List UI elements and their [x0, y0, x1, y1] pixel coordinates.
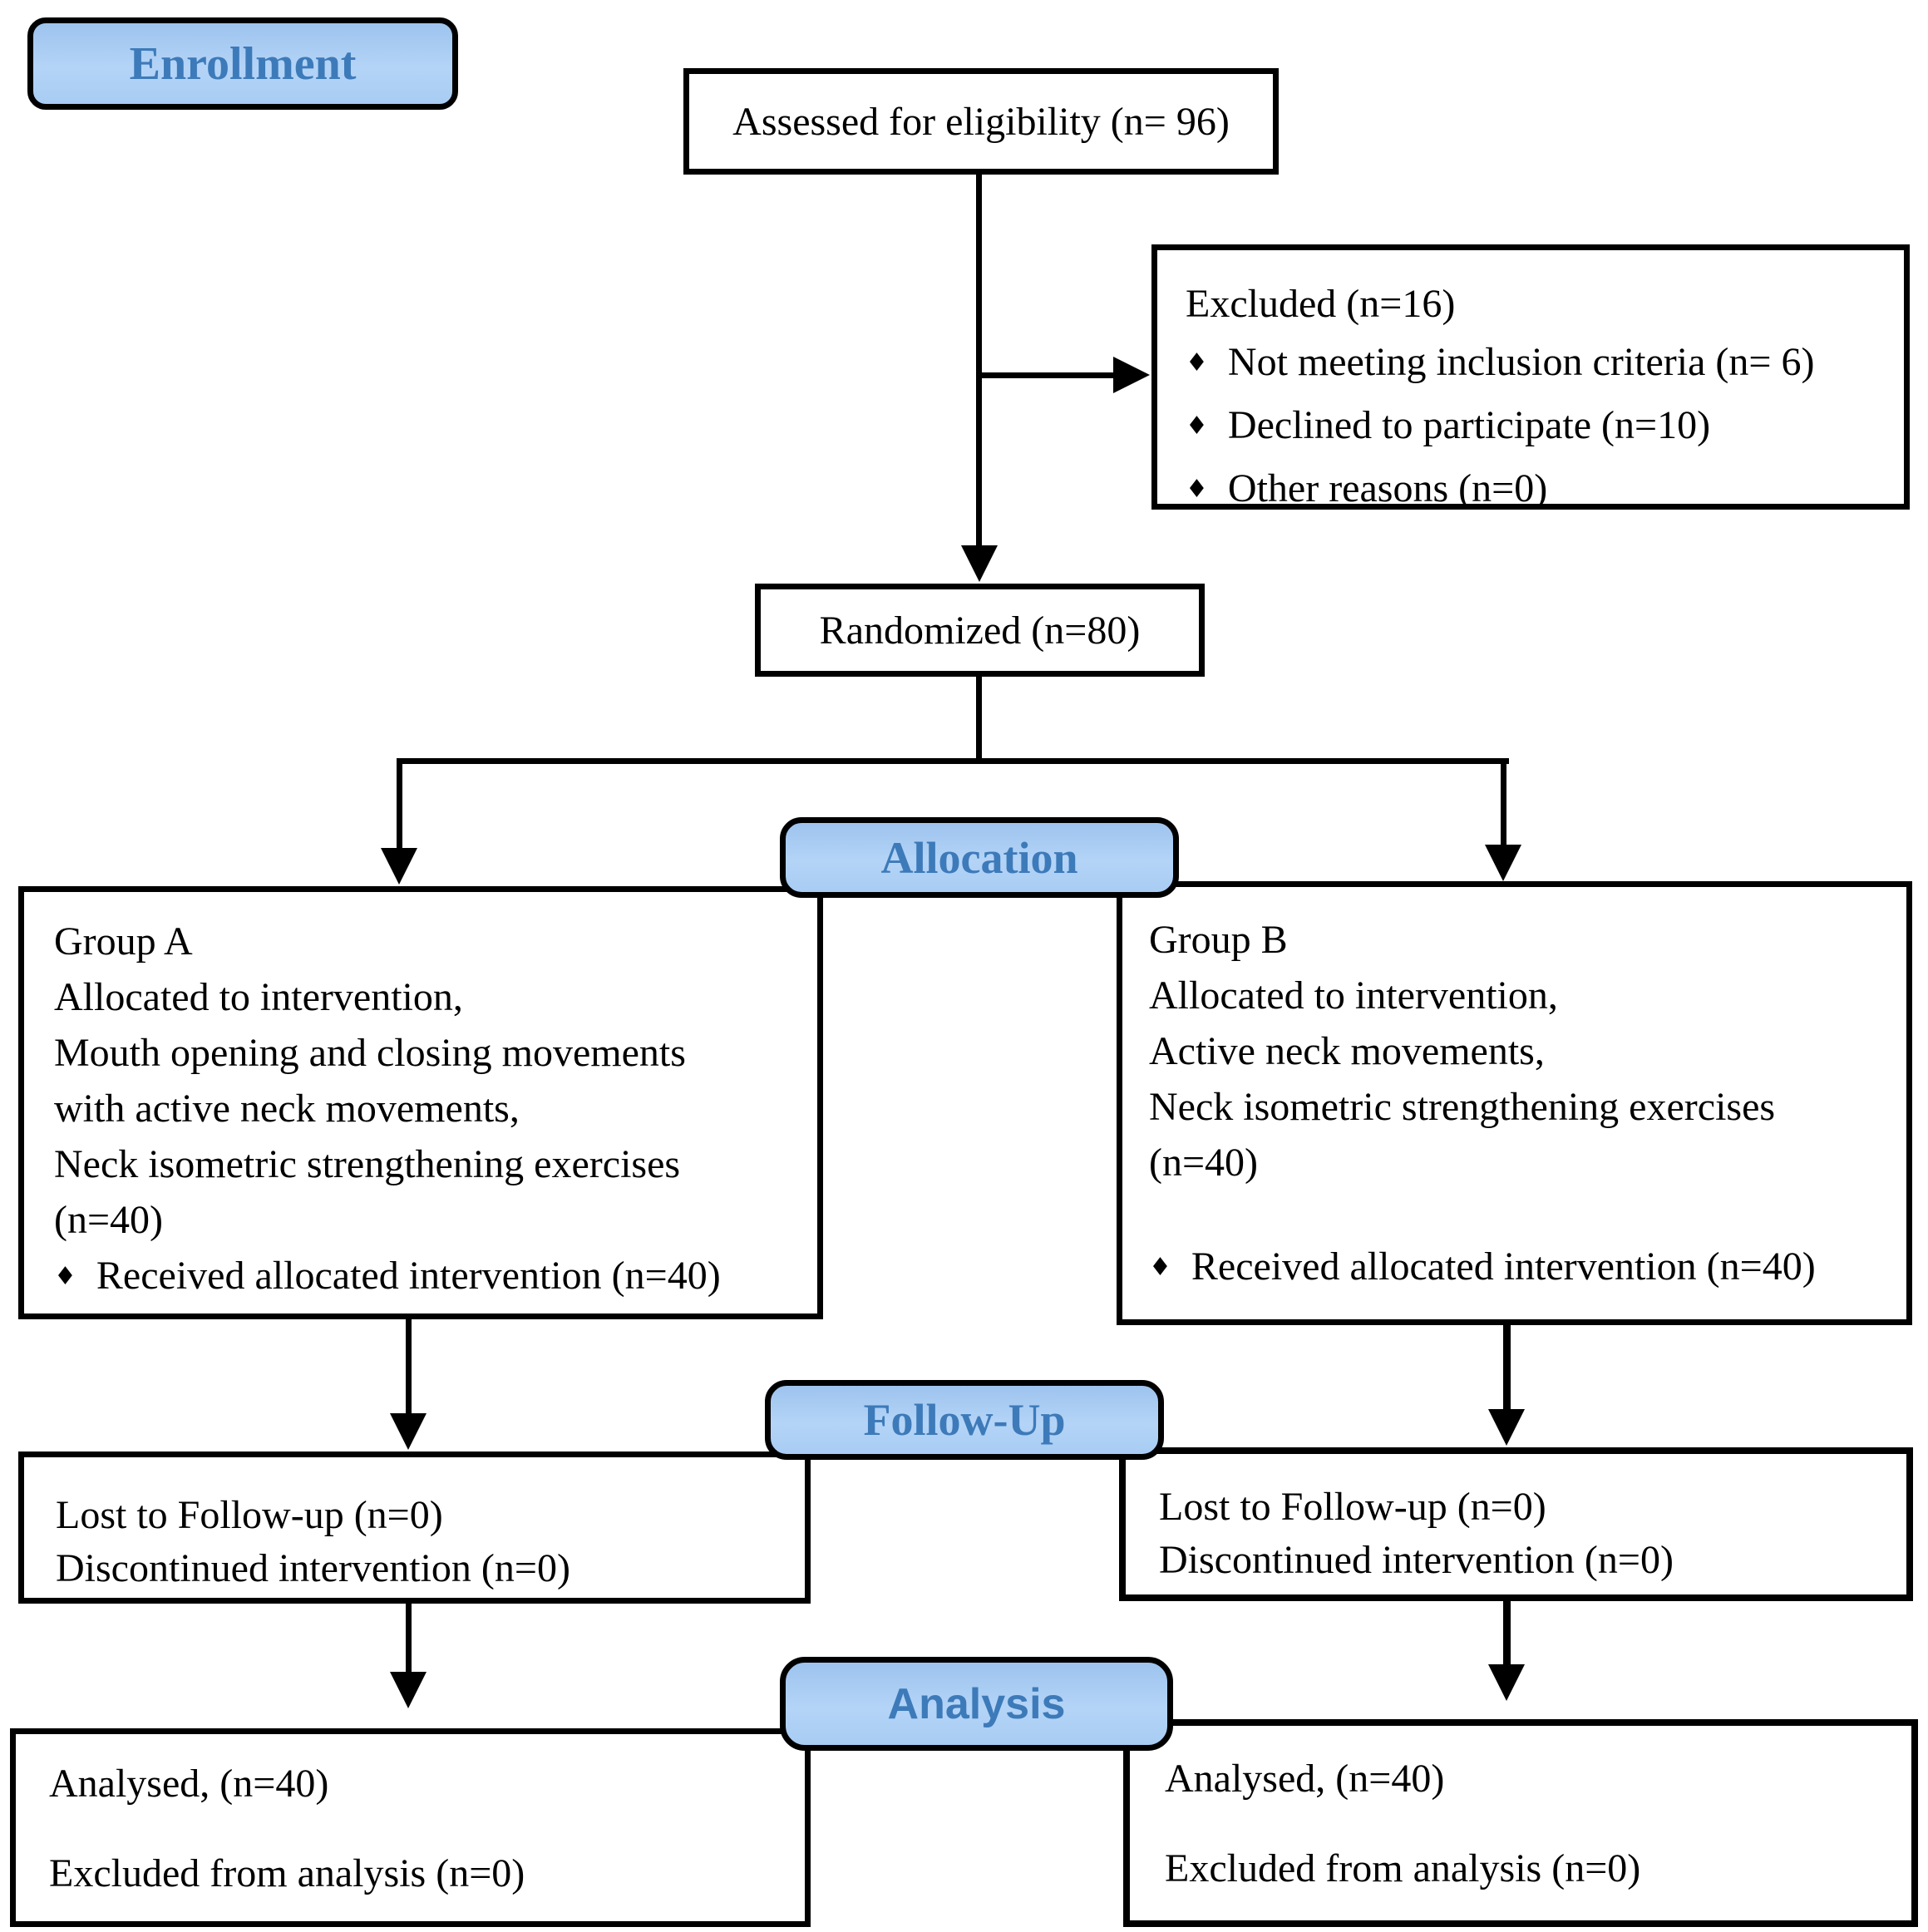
- followup-stage-pill: Follow-Up: [765, 1380, 1164, 1460]
- group-b-line: (n=40): [1149, 1141, 1259, 1185]
- analysis-right-box: Analysed, (n=40) Excluded from analysis …: [1123, 1719, 1918, 1927]
- excluded-box: Excluded (n=16) ♦ Not meeting inclusion c…: [1151, 244, 1910, 510]
- connector-followup-to-analysis-left: [406, 1604, 412, 1673]
- excluded-item-text: Other reasons (n=0): [1227, 466, 1548, 510]
- enrollment-stage-label: Enrollment: [129, 37, 357, 90]
- arrowhead-into-randomized-icon: [961, 545, 998, 582]
- analysis-stage-label: Analysis: [887, 1679, 1066, 1728]
- group-a-line: Neck isometric strengthening exercises: [54, 1142, 681, 1186]
- assessed-eligibility-box: Assessed for eligibility (n= 96): [683, 68, 1279, 175]
- enrollment-stage-pill: Enrollment: [27, 17, 458, 110]
- followup-left-line: Discontinued intervention (n=0): [56, 1546, 570, 1590]
- group-a-bullet-line: ♦ Received allocated intervention (n=40): [54, 1248, 811, 1309]
- excluded-title: Excluded (n=16): [1186, 282, 1456, 326]
- diamond-bullet-icon: ♦: [1149, 1253, 1171, 1282]
- followup-right-box: Lost to Follow-up (n=0) Discontinued int…: [1119, 1447, 1913, 1601]
- analysis-stage-pill: Analysis: [780, 1657, 1173, 1751]
- excluded-item-text: Declined to participate (n=10): [1227, 403, 1711, 447]
- excluded-item: ♦ Other reasons (n=0): [1186, 460, 1891, 523]
- followup-right-line: Discontinued intervention (n=0): [1159, 1538, 1674, 1582]
- followup-stage-label: Follow-Up: [863, 1395, 1066, 1445]
- excluded-item: ♦ Declined to participate (n=10): [1186, 397, 1891, 460]
- arrowhead-into-followup-left-icon: [390, 1413, 427, 1450]
- connector-randomized-to-split: [976, 677, 982, 761]
- allocation-stage-pill: Allocation: [780, 817, 1179, 898]
- connector-group-b-to-followup: [1503, 1325, 1511, 1412]
- diamond-bullet-icon: ♦: [1186, 475, 1208, 504]
- analysis-right-analysed-text: Analysed, (n=40): [1165, 1757, 1445, 1801]
- arrowhead-into-excluded-icon: [1113, 357, 1150, 393]
- group-a-box: Group A Allocated to intervention, Mouth…: [18, 886, 823, 1319]
- connector-followup-to-analysis-right: [1503, 1601, 1511, 1666]
- connector-assessed-to-randomized: [976, 175, 982, 547]
- analysis-left-box: Analysed, (n=40) Excluded from analysis …: [10, 1728, 811, 1927]
- group-b-line: Neck isometric strengthening exercises: [1149, 1085, 1776, 1129]
- group-b-spacer: [1149, 1190, 1900, 1239]
- group-a-line: Group A: [54, 919, 193, 964]
- diamond-bullet-icon: ♦: [1186, 412, 1208, 441]
- group-a-bullet-text: Received allocated intervention (n=40): [96, 1254, 721, 1298]
- analysis-right-excluded-text: Excluded from analysis (n=0): [1165, 1846, 1641, 1890]
- group-b-line: Allocated to intervention,: [1149, 973, 1558, 1018]
- arrowhead-into-group-b-icon: [1485, 845, 1521, 881]
- group-a-line: with active neck movements,: [54, 1087, 520, 1131]
- group-b-bullet-text: Received allocated intervention (n=40): [1191, 1244, 1816, 1289]
- excluded-item: ♦ Not meeting inclusion criteria (n= 6): [1186, 333, 1891, 397]
- group-a-line: Allocated to intervention,: [54, 975, 463, 1019]
- excluded-item-text: Not meeting inclusion criteria (n= 6): [1227, 340, 1815, 384]
- connector-split-to-group-b: [1501, 758, 1506, 848]
- followup-right-line: Lost to Follow-up (n=0): [1159, 1485, 1546, 1529]
- followup-left-line: Lost to Follow-up (n=0): [56, 1493, 443, 1537]
- group-b-line: Group B: [1149, 918, 1288, 962]
- randomized-text: Randomized (n=80): [819, 608, 1141, 653]
- arrowhead-into-followup-right-icon: [1488, 1409, 1525, 1446]
- analysis-left-analysed-text: Analysed, (n=40): [49, 1762, 329, 1806]
- connector-split-to-group-a: [397, 758, 402, 850]
- arrowhead-into-analysis-left-icon: [390, 1672, 427, 1708]
- group-b-bullet-line: ♦ Received allocated intervention (n=40): [1149, 1239, 1900, 1299]
- diamond-bullet-icon: ♦: [54, 1262, 76, 1291]
- analysis-left-spacer: [49, 1807, 805, 1851]
- analysis-right-spacer: [1165, 1802, 1911, 1846]
- group-b-box: Group B Allocated to intervention, Activ…: [1117, 881, 1912, 1325]
- arrowhead-into-analysis-right-icon: [1488, 1664, 1525, 1701]
- group-b-line: Active neck movements,: [1149, 1029, 1545, 1073]
- group-a-line: (n=40): [54, 1198, 164, 1242]
- followup-left-box: Lost to Follow-up (n=0) Discontinued int…: [18, 1451, 811, 1604]
- connector-allocation-split: [397, 758, 1509, 764]
- allocation-stage-label: Allocation: [880, 832, 1078, 883]
- arrowhead-into-group-a-icon: [381, 848, 417, 885]
- connector-group-a-to-followup: [406, 1319, 412, 1416]
- connector-to-excluded: [976, 372, 1119, 378]
- assessed-eligibility-text: Assessed for eligibility (n= 96): [732, 99, 1230, 144]
- analysis-left-excluded-text: Excluded from analysis (n=0): [49, 1851, 525, 1895]
- diamond-bullet-icon: ♦: [1186, 348, 1208, 377]
- randomized-box: Randomized (n=80): [755, 584, 1205, 677]
- group-a-line: Mouth opening and closing movements: [54, 1031, 686, 1075]
